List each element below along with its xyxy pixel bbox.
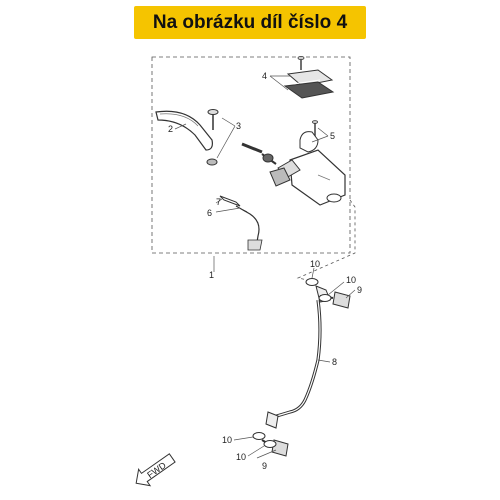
clamp-bolts [299,120,319,153]
callout-10-d: 10 [236,452,246,462]
callout-10-c: 10 [222,435,232,445]
brake-hose [265,285,331,429]
brake-lever [155,110,213,151]
callout-10-a: 10 [310,259,320,269]
callout-7: 7 [216,197,221,207]
callout-9-a: 9 [357,285,362,295]
piston-kit [241,142,277,165]
callout-8: 8 [332,357,337,367]
leader-lines [174,75,356,459]
callout-3: 3 [236,121,241,131]
hose-link-dashed [296,199,356,283]
callout-5: 5 [330,131,335,141]
callout-2: 2 [168,124,173,134]
reservoir-cap [283,56,335,99]
banner-text: Na obrázku díl číslo 4 [152,11,348,33]
brake-switch [219,195,263,251]
title-banner: Na obrázku díl číslo 4 [134,6,366,39]
callout-1: 1 [209,270,214,280]
callout-10-b: 10 [346,275,356,285]
washers-upper [305,278,332,302]
callout-6: 6 [207,208,212,218]
assembly-boundary [151,56,351,254]
master-cylinder-body [269,149,346,206]
fwd-arrow: FWD [135,453,176,487]
washers-lower [252,432,277,448]
callout-9-b: 9 [262,461,267,471]
pivot-bolt [206,109,219,166]
callout-4: 4 [262,71,267,81]
